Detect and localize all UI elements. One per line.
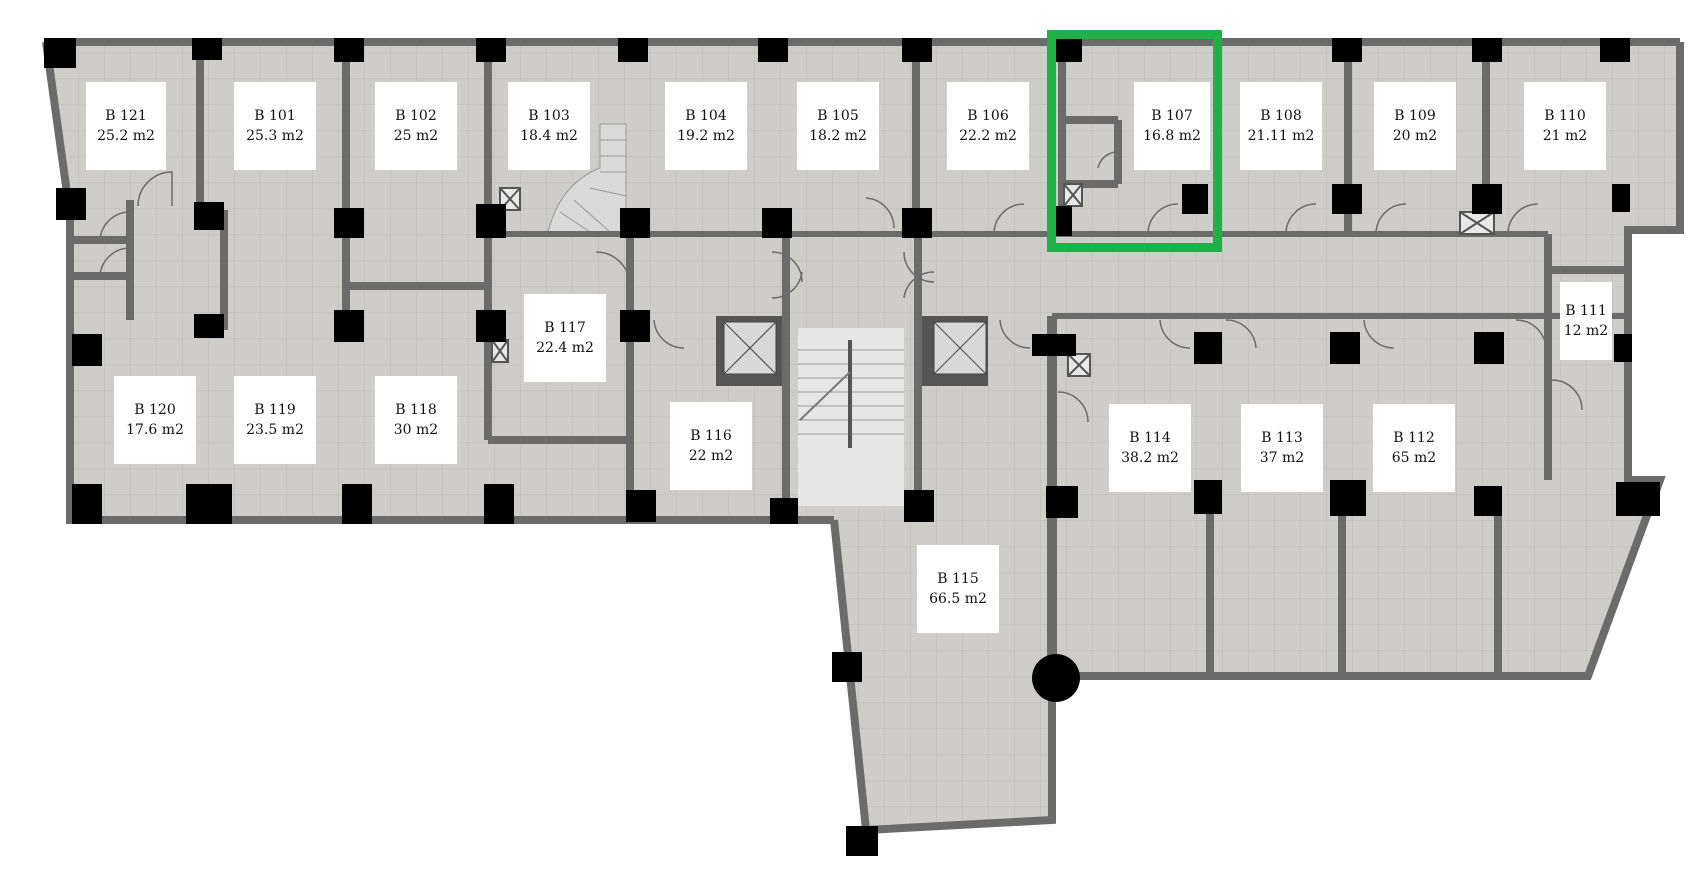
- unit-name: B 101: [254, 108, 296, 124]
- unit-name: B 107: [1151, 108, 1193, 124]
- unit-area: 25 m2: [393, 128, 439, 144]
- selected-unit-highlight[interactable]: [1047, 30, 1222, 252]
- unit-area: 21.11 m2: [1247, 128, 1315, 144]
- unit-name: B 103: [528, 108, 570, 124]
- unit-name: B 111: [1565, 303, 1607, 319]
- unit-name: B 117: [544, 320, 586, 336]
- unit-label-b117[interactable]: B 117 22.4 m2: [524, 294, 606, 382]
- unit-area: 37 m2: [1259, 450, 1305, 466]
- unit-label-b121[interactable]: B 121 25.2 m2: [86, 82, 166, 170]
- unit-name: B 121: [105, 108, 147, 124]
- unit-area: 22.4 m2: [536, 340, 594, 356]
- unit-name: B 104: [685, 108, 727, 124]
- unit-label-b104[interactable]: B 104 19.2 m2: [665, 82, 747, 170]
- unit-area: 65 m2: [1391, 450, 1437, 466]
- unit-label-b108[interactable]: B 108 21.11 m2: [1240, 82, 1322, 170]
- unit-area: 25.3 m2: [246, 128, 304, 144]
- unit-name: B 105: [817, 108, 859, 124]
- unit-name: B 119: [254, 402, 296, 418]
- unit-name: B 115: [937, 571, 979, 587]
- unit-area: 22.2 m2: [959, 128, 1017, 144]
- unit-label-b105[interactable]: B 105 18.2 m2: [797, 82, 879, 170]
- unit-area: 66.5 m2: [929, 591, 987, 607]
- unit-name: B 108: [1260, 108, 1302, 124]
- unit-name: B 113: [1261, 430, 1303, 446]
- unit-name: B 114: [1129, 430, 1171, 446]
- unit-label-b112[interactable]: B 112 65 m2: [1373, 404, 1455, 492]
- unit-area: 19.2 m2: [677, 128, 735, 144]
- unit-label-b101[interactable]: B 101 25.3 m2: [234, 82, 316, 170]
- unit-label-b102[interactable]: B 102 25 m2: [375, 82, 457, 170]
- unit-name: B 120: [134, 402, 176, 418]
- unit-label-b113[interactable]: B 113 37 m2: [1241, 404, 1323, 492]
- unit-name: B 112: [1393, 430, 1435, 446]
- unit-name: B 110: [1544, 108, 1586, 124]
- unit-area: 16.8 m2: [1143, 128, 1201, 144]
- door-swings: [99, 151, 1583, 423]
- elevator-left: [716, 316, 786, 386]
- unit-name: B 118: [395, 402, 437, 418]
- unit-label-b110[interactable]: B 110 21 m2: [1524, 82, 1606, 170]
- unit-label-b114[interactable]: B 114 38.2 m2: [1109, 404, 1191, 492]
- unit-label-b118[interactable]: B 118 30 m2: [375, 376, 457, 464]
- unit-area: 30 m2: [393, 422, 439, 438]
- unit-name: B 116: [690, 428, 732, 444]
- unit-area: 22 m2: [688, 448, 734, 464]
- walls: [42, 38, 1684, 835]
- unit-area: 23.5 m2: [246, 422, 304, 438]
- unit-name: B 102: [395, 108, 437, 124]
- unit-label-b120[interactable]: B 120 17.6 m2: [114, 376, 196, 464]
- unit-area: 21 m2: [1542, 128, 1588, 144]
- unit-label-b103[interactable]: B 103 18.4 m2: [508, 82, 590, 170]
- unit-area: 18.4 m2: [520, 128, 578, 144]
- unit-label-b106[interactable]: B 106 22.2 m2: [947, 82, 1029, 170]
- unit-label-b119[interactable]: B 119 23.5 m2: [234, 376, 316, 464]
- unit-area: 18.2 m2: [809, 128, 867, 144]
- unit-area: 20 m2: [1392, 128, 1438, 144]
- unit-label-b107[interactable]: B 107 16.8 m2: [1134, 82, 1210, 170]
- spiral-stair: [547, 123, 627, 233]
- unit-area: 12 m2: [1563, 323, 1609, 339]
- unit-name: B 109: [1394, 108, 1436, 124]
- unit-area: 17.6 m2: [126, 422, 184, 438]
- unit-area: 38.2 m2: [1121, 450, 1179, 466]
- unit-label-b115[interactable]: B 115 66.5 m2: [917, 545, 999, 633]
- unit-label-b116[interactable]: B 116 22 m2: [670, 402, 752, 490]
- unit-label-b111[interactable]: B 111 12 m2: [1560, 282, 1612, 360]
- unit-name: B 106: [967, 108, 1009, 124]
- elevator-right: [918, 316, 988, 386]
- unit-area: 25.2 m2: [97, 128, 155, 144]
- unit-label-b109[interactable]: B 109 20 m2: [1374, 82, 1456, 170]
